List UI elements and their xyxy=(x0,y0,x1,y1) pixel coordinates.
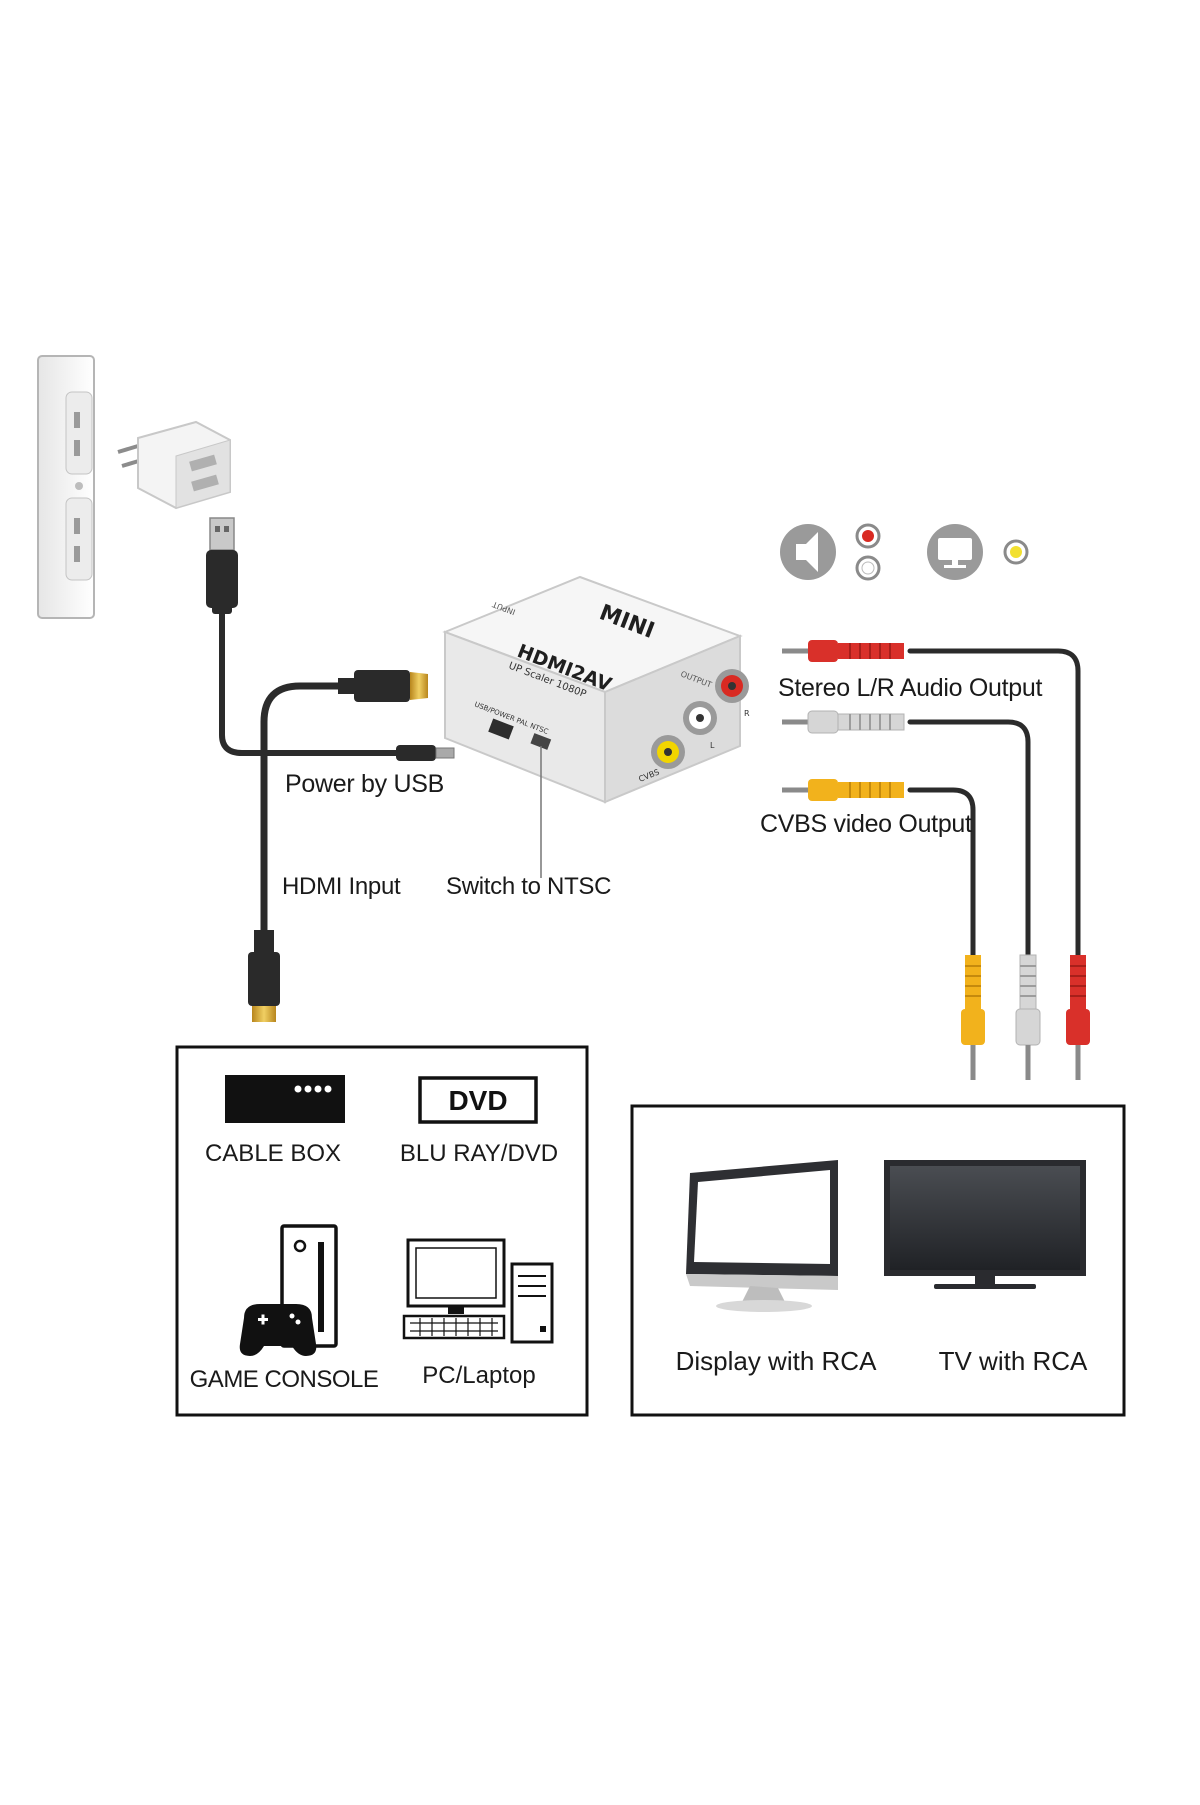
adapter-right-face xyxy=(604,634,741,804)
monitor-circle-icon xyxy=(927,524,983,580)
cables xyxy=(219,597,1081,958)
jack-label-r: R xyxy=(744,709,750,718)
display-label-display-with-rca: Display with RCA xyxy=(675,1346,877,1376)
label-hdmi-input: HDMI Input xyxy=(282,873,401,900)
hdmi2av-adapter: MINI HDMI2AV UP Scaler 1080P INPUT OUTPU… xyxy=(442,575,750,804)
white-rca-cable xyxy=(907,719,1031,958)
source-label-blu-ray-dvd: BLU RAY/DVD xyxy=(399,1140,559,1167)
rca-plug-white-horizontal-icon xyxy=(782,710,905,734)
jack-label-l: L xyxy=(710,741,715,750)
game-console-icon xyxy=(239,1224,338,1356)
audio-jacks-red-white-icon xyxy=(855,523,881,581)
rca-plug-yellow-horizontal-icon xyxy=(782,779,904,801)
mini-usb-port-icon xyxy=(488,718,514,740)
display-monitor-icon xyxy=(686,1160,838,1312)
pal-ntsc-switch-icon xyxy=(530,733,552,750)
source-label-game-console: GAME CONSOLE xyxy=(189,1366,379,1393)
source-label-cable-box: CABLE BOX xyxy=(204,1140,342,1167)
speaker-icon xyxy=(780,524,836,580)
usb-cable xyxy=(219,597,401,756)
cable-box-icon xyxy=(225,1075,345,1123)
display-label-tv-with-rca: TV with RCA xyxy=(938,1346,1088,1376)
red-rca-cable xyxy=(907,648,1081,958)
rca-jack-white-icon xyxy=(683,701,717,735)
wall-outlet-icon xyxy=(37,355,95,619)
yellow-rca-cable xyxy=(907,787,976,958)
rca-plug-red-vertical-icon xyxy=(1066,955,1090,1080)
mini-usb-plug-icon xyxy=(396,745,455,761)
usb-a-plug-icon xyxy=(206,517,238,614)
label-power-by-usb: Power by USB xyxy=(285,770,444,798)
rca-plug-red-horizontal-icon xyxy=(782,640,904,662)
rca-jack-red-icon xyxy=(715,669,749,703)
rca-jack-yellow-icon xyxy=(651,735,685,769)
hdmi-plug-bottom-icon xyxy=(248,930,280,1022)
source-label-pc-laptop: PC/Laptop xyxy=(422,1362,536,1389)
tv-icon xyxy=(884,1160,1086,1289)
hdmi-plug-top-icon xyxy=(338,670,428,702)
label-cvbs-video-output: CVBS video Output xyxy=(760,810,972,838)
label-switch-to-ntsc: Switch to NTSC xyxy=(446,873,612,900)
video-jack-yellow-icon xyxy=(1003,539,1029,565)
dvd-badge-text: DVD xyxy=(448,1085,507,1116)
hdmi-cable xyxy=(260,682,356,939)
pc-laptop-icon xyxy=(402,1238,554,1344)
label-stereo-audio-output: Stereo L/R Audio Output xyxy=(778,674,1043,702)
usb-power-adapter-icon xyxy=(117,420,231,510)
rca-plug-yellow-vertical-icon xyxy=(961,955,985,1080)
rca-plug-white-vertical-icon xyxy=(1015,954,1041,1080)
dvd-logo-icon: DVD xyxy=(418,1076,538,1124)
